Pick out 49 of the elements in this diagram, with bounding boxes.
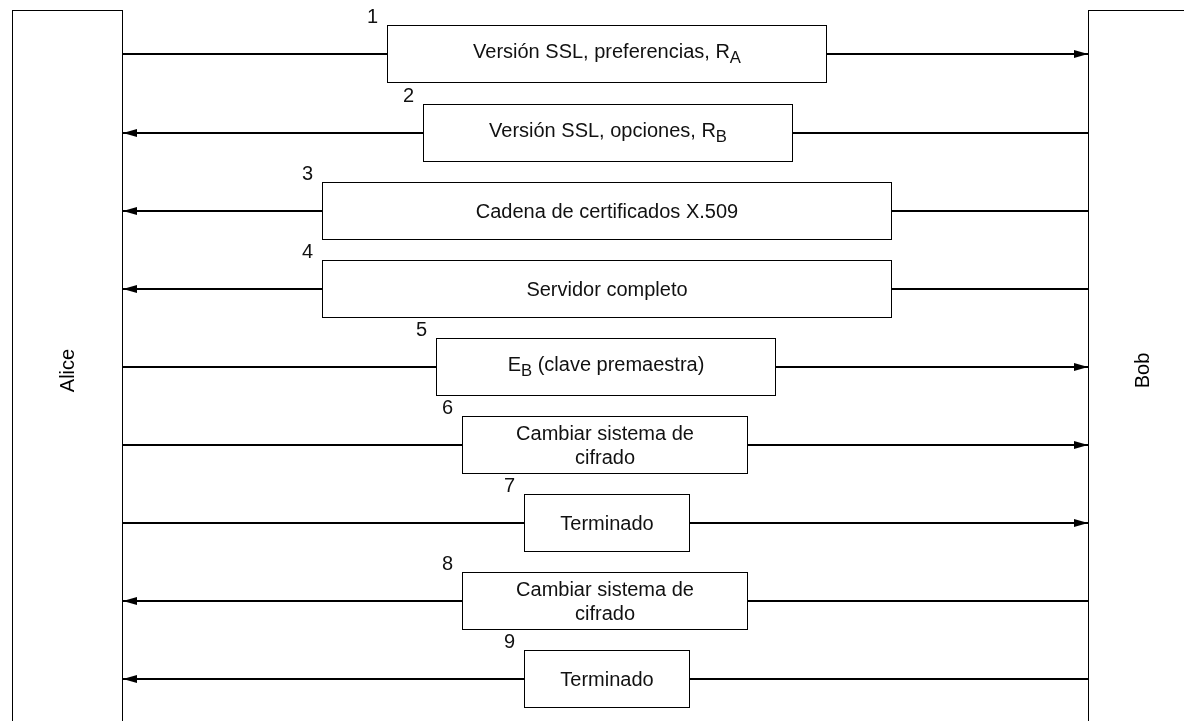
message-label: E$_{B}$ (clave premaestra)	[507, 351, 705, 382]
step-number: 1	[367, 5, 379, 28]
arrow	[689, 519, 1089, 527]
connector-line	[122, 522, 525, 524]
step-number: 7	[504, 474, 516, 497]
message-label: Versión SSL, opciones, R$_{B}$	[489, 117, 727, 148]
connector-line	[792, 132, 1089, 134]
connector-line	[891, 210, 1089, 212]
step-number: 2	[403, 84, 415, 107]
arrow	[122, 129, 424, 137]
step-number: 6	[442, 396, 454, 419]
message-box	[524, 494, 690, 552]
arrow	[747, 441, 1089, 449]
message-box	[524, 650, 690, 708]
message-box	[322, 260, 892, 318]
participant-lane	[12, 10, 123, 721]
message-label: Cambiar sistema de cifrado	[515, 577, 695, 625]
message-label: Terminado	[560, 511, 654, 535]
message-label: Cambiar sistema de cifrado	[515, 421, 695, 469]
message-box	[423, 104, 793, 162]
connector-line	[891, 288, 1089, 290]
message-box	[322, 182, 892, 240]
step-number: 9	[504, 630, 516, 653]
arrow	[122, 675, 525, 683]
step-number: 5	[416, 318, 428, 341]
connector-line	[122, 444, 463, 446]
message-label: Versión SSL, preferencias, R$_{A}$	[473, 38, 741, 69]
message-box	[462, 416, 748, 474]
connector-line	[122, 53, 388, 55]
connector-line	[122, 366, 437, 368]
arrow	[826, 50, 1089, 58]
arrow	[122, 285, 323, 293]
arrow	[775, 363, 1089, 371]
step-number: 4	[302, 240, 314, 263]
connector-line	[689, 678, 1089, 680]
participant-lane	[1088, 10, 1184, 721]
participant-label: Alice	[56, 348, 79, 393]
connector-line	[747, 600, 1089, 602]
step-number: 3	[302, 162, 314, 185]
message-label: Terminado	[560, 667, 654, 691]
step-number: 8	[442, 552, 454, 575]
participant-label: Bob	[1131, 352, 1155, 389]
arrow	[122, 207, 323, 215]
message-box	[462, 572, 748, 630]
arrow	[122, 597, 463, 605]
message-box	[436, 338, 776, 396]
message-label: Servidor completo	[526, 277, 688, 301]
message-label: Cadena de certificados X.509	[475, 199, 739, 223]
message-box	[387, 25, 827, 83]
